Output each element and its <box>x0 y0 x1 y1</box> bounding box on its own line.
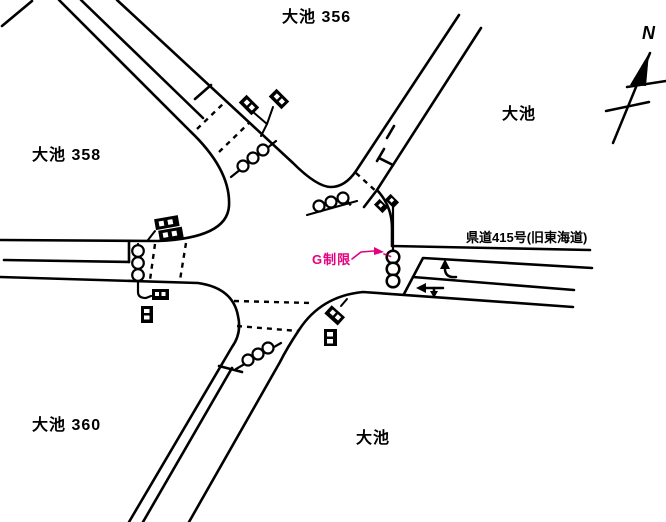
label-compass-north: N <box>642 23 655 43</box>
road-west <box>2 239 131 264</box>
lane-arrow-left-turn-icon <box>440 259 458 279</box>
lane-line <box>402 275 576 296</box>
pedestrian-signal-west-south-icon <box>141 289 169 323</box>
road-south <box>0 275 575 522</box>
road-edge <box>0 275 241 522</box>
road-northeast <box>362 26 592 252</box>
crosswalk-west <box>148 242 188 281</box>
lane-line <box>79 0 205 120</box>
center-dash <box>385 124 396 140</box>
stop-line <box>217 364 244 374</box>
label-area-bottom-left: 大池 360 <box>32 417 102 434</box>
lane-arrow-left-down-icon <box>416 283 445 298</box>
label-signal-annotation: G制限 <box>312 252 352 267</box>
north-arrow-icon <box>604 51 666 145</box>
label-area-left: 大池 358 <box>32 147 102 164</box>
label-area-bottom: 大池 <box>356 430 391 447</box>
traffic-signal-center-icon <box>385 199 401 289</box>
road-edge <box>0 0 231 243</box>
stop-line <box>193 83 213 101</box>
pedestrian-signal-northeast-icon <box>373 193 400 214</box>
g-restriction-leader <box>351 247 393 260</box>
traffic-signal-northeast-icon <box>305 191 359 217</box>
stop-line <box>377 156 395 167</box>
road-edge <box>115 0 461 189</box>
traffic-signal-west-icon <box>131 242 153 300</box>
lane-line <box>141 366 234 522</box>
crosswalk-northwest <box>196 100 250 153</box>
road-edge-flare <box>362 188 379 209</box>
road-edge-stub <box>0 0 34 28</box>
pedestrian-signal-northwest-icon <box>238 88 290 137</box>
road-edge <box>375 26 592 252</box>
traffic-signal-south-icon <box>234 341 283 371</box>
road-edge <box>187 290 575 522</box>
lane-line <box>411 256 594 279</box>
center-dash <box>375 147 386 163</box>
lane-line <box>2 258 131 264</box>
label-area-top: 大池 356 <box>282 9 352 26</box>
label-area-right: 大池 <box>502 106 537 123</box>
traffic-signal-northwest-icon <box>229 139 278 179</box>
pedestrian-signal-west-north-icon <box>147 215 184 242</box>
road-east <box>402 256 594 296</box>
crosswalk-south <box>233 299 314 333</box>
label-east-road-name: 県道415号(旧東海道) <box>466 230 588 245</box>
pedestrian-signal-south-icon <box>324 298 348 346</box>
road-northwest <box>0 0 461 243</box>
